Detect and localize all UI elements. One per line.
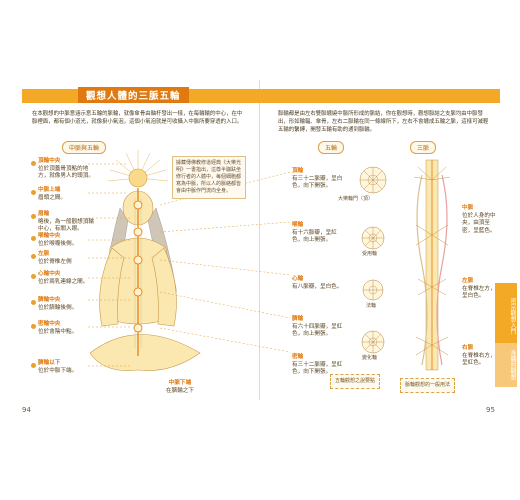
label-desc: 位於會陰中點。	[38, 328, 78, 335]
label-name: 密輪	[292, 354, 304, 360]
label-desc: 有六十四脈瓣，呈紅色，向上開張。	[292, 323, 343, 338]
mandala-label-crown: 大樂輪門（頂）	[338, 196, 374, 202]
bullet	[31, 324, 36, 329]
label-name: 心輪	[292, 276, 304, 282]
label-desc: 位於臍輪後側。	[38, 304, 78, 311]
quote-box: 據藏傳佛教修道經典《大樂光明》一書指出，這尊半跏趺坐修行者的人體中，每個細胞都寫…	[172, 156, 246, 199]
label-crown-center: 頂輪中央 位於頂蓋骨頂點的地方，就像男人的頭頂。	[38, 158, 94, 181]
bullet	[31, 363, 36, 368]
page-title: 觀想人體的三脈五輪	[78, 87, 189, 103]
bullet	[31, 254, 36, 259]
mid-navel: 臍輪 有六十四脈瓣，呈紅色，向上開張。	[292, 316, 344, 339]
bullet	[31, 190, 36, 195]
mid-throat: 喉輪 有十六脈瓣，呈紅色，向上開張。	[292, 222, 344, 245]
label-desc: 位於兩乳連線之間。	[38, 278, 89, 285]
intro-left-text: 在本觀想的中脈意涵示意五輪的脈輪，就像傘骨由軸杆發出一樣，在每輪輪的中心，在中脈…	[32, 111, 243, 125]
intro-right-text: 脈輪都是由左右雙脈纏繞中脈所形成的脈結，你在觀想時，觀想脈結之支脈均由中脈發出，…	[278, 111, 489, 133]
spine-line	[259, 80, 260, 400]
label-name: 右脈	[462, 345, 474, 351]
label-name: 心輪中央	[38, 271, 61, 277]
label-desc: 在脊椎右方，呈紅色。	[462, 352, 496, 367]
label-left-channel: 左脈 位於脊椎左側	[38, 251, 94, 266]
label-channel-top: 中脈上端 眉頭之間。	[38, 187, 94, 202]
label-throat-center: 喉輪中央 位於喉嚨後側。	[38, 233, 94, 248]
section-label-mid: 五輪	[318, 141, 345, 154]
label-name: 喉輪	[292, 222, 304, 228]
label-name: 臍輪中央	[38, 297, 61, 303]
label-name: 頂輪中央	[38, 158, 61, 164]
label-desc: 略後，為一般觀想頂輪中心，有關入眼。	[38, 218, 94, 233]
label-name: 眉輪	[38, 211, 50, 217]
mandala-label-heart: 法輪	[366, 303, 377, 309]
note-right: 脈輪觀想的一般用法	[400, 378, 456, 393]
label-heart-center: 心輪中央 位於兩乳連線之間。	[38, 271, 94, 286]
label-name: 中脈	[462, 205, 474, 211]
label-desc: 有八脈瓣，呈白色。	[292, 283, 343, 290]
side-tab-section[interactable]: 密宗觀想入門	[495, 283, 517, 349]
label-name: 中脈下端	[168, 380, 192, 386]
bullet	[31, 274, 36, 279]
mandala-label-navel: 變化輪	[362, 355, 378, 361]
label-name: 頂輪	[292, 168, 304, 174]
right-central-channel: 中脈 位於人身的中央，由頂至密，呈藍色。	[462, 205, 496, 235]
label-desc: 眉頭之間。	[38, 194, 66, 201]
label-channel-bottom: 中脈下端 在臍輪之下	[150, 380, 210, 395]
label-desc: 在臍輪之下	[166, 387, 194, 394]
mid-heart: 心輪 有八脈瓣，呈白色。	[292, 276, 344, 291]
page-number-left: 94	[22, 406, 31, 414]
label-below-navel: 臍輪以下 位於中脈下端。	[38, 360, 94, 375]
label-name: 左脈	[462, 278, 474, 284]
meditating-figure	[90, 150, 201, 371]
label-desc: 位於脊椎左側	[38, 258, 72, 265]
label-name: 密輪中央	[38, 321, 61, 327]
label-desc: 位於頂蓋骨頂點的地方，就像男人的頭頂。	[38, 165, 94, 180]
label-name: 中脈上端	[38, 187, 61, 193]
mid-crown: 頂輪 有三十二脈瓣，呈白色，向下開張。	[292, 168, 344, 191]
section-label-right: 三脈	[410, 141, 437, 154]
label-brow: 眉輪 略後，為一般觀想頂輪中心，有關入眼。	[38, 211, 94, 234]
chakra-wheels	[359, 166, 387, 354]
bullet	[31, 236, 36, 241]
bullet	[31, 161, 36, 166]
side-tab-topic[interactable]: 身體的觀想	[495, 343, 517, 387]
label-desc: 有三十二脈瓣，呈紅色，向下開張。	[292, 361, 343, 376]
label-desc: 有三十二脈瓣，呈白色，向下開張。	[292, 175, 343, 190]
label-name: 臍輪以下	[38, 360, 61, 366]
page-number-right: 95	[486, 406, 495, 414]
note-mid: 五輪觀想之說要點	[330, 374, 381, 389]
label-desc: 在脊椎左方，呈白色。	[462, 285, 496, 300]
label-desc: 位於人身的中央，由頂至密，呈藍色。	[462, 212, 496, 234]
label-navel-center: 臍輪中央 位於臍輪後側。	[38, 297, 94, 312]
label-desc: 位於喉嚨後側。	[38, 240, 78, 247]
label-name: 臍輪	[292, 316, 304, 322]
label-desc: 位於中脈下端。	[38, 367, 78, 374]
chakra-markers-left	[133, 200, 143, 333]
label-name: 左脈	[38, 251, 50, 257]
label-desc: 有十六脈瓣，呈紅色，向上開張。	[292, 229, 337, 244]
section-label-left: 中脈與五輪	[62, 141, 107, 154]
bullet	[31, 214, 36, 219]
label-name: 喉輪中央	[38, 233, 61, 239]
right-right-channel: 右脈 在脊椎右方，呈紅色。	[462, 345, 496, 368]
mandala-label-throat: 受用輪	[362, 251, 378, 257]
mid-secret: 密輪 有三十二脈瓣，呈紅色，向下開張。	[292, 354, 344, 377]
three-channels-diagram	[413, 159, 451, 371]
right-left-channel: 左脈 在脊椎左方，呈白色。	[462, 278, 496, 301]
label-secret-center: 密輪中央 位於會陰中點。	[38, 321, 94, 336]
bullet	[31, 300, 36, 305]
